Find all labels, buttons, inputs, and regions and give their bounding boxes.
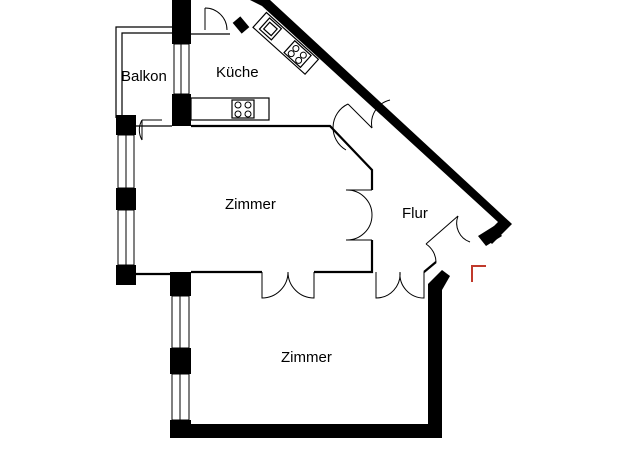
balcony-outline (115, 26, 172, 118)
exterior-walls (116, 0, 512, 438)
entrance-marker (471, 265, 486, 282)
door-swings (138, 7, 471, 299)
stove-bottom-icon (231, 99, 255, 119)
interior-walls (136, 33, 437, 276)
room-label-flur: Flur (402, 205, 428, 222)
kitchen-fixtures (190, 11, 320, 121)
windows (117, 43, 190, 421)
room-label-balkon: Balkon (121, 68, 167, 85)
sink-icon (258, 17, 283, 41)
room-label-zimmer-upper: Zimmer (225, 196, 276, 213)
room-label-zimmer-lower: Zimmer (281, 349, 332, 366)
stove-diagonal-icon (283, 39, 312, 69)
room-label-kueche: Küche (216, 64, 259, 81)
